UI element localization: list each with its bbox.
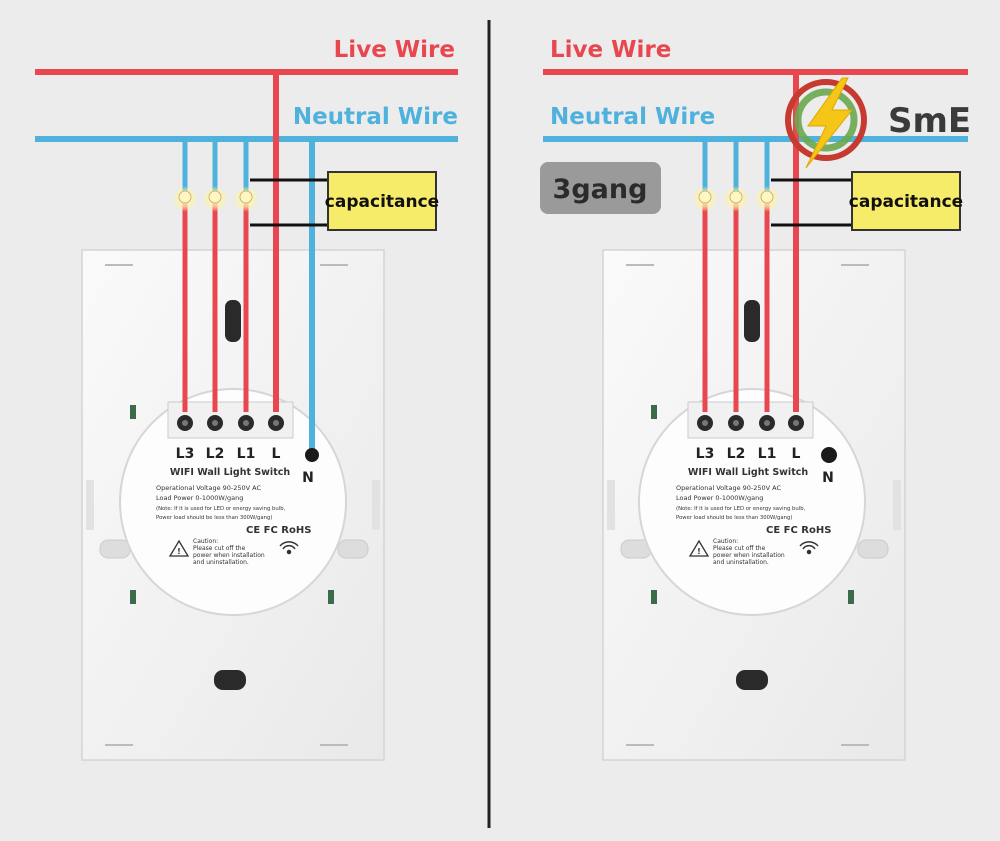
left-capacitance-box xyxy=(327,171,437,231)
caution-title: Caution: xyxy=(193,538,218,545)
left-panel: Live Wire Neutral Wire capacitance L3 L2… xyxy=(35,37,458,761)
lightning-bolt-icon xyxy=(805,77,854,169)
svg-text:!: ! xyxy=(177,547,181,556)
logo-text: SmE xyxy=(888,101,971,141)
caution-line-1: Please cut off the xyxy=(713,545,766,552)
terminal-label: L2 xyxy=(727,446,746,462)
terminal-label: L xyxy=(272,446,281,462)
wifi-icon xyxy=(799,541,819,555)
left-neutral-terminal-dot xyxy=(305,448,319,462)
neutral-terminal-label: N xyxy=(822,470,834,486)
right-neutral-label: Neutral Wire xyxy=(550,104,715,130)
neutral-terminal-label: N xyxy=(302,470,314,486)
caution-line-2: power when installation xyxy=(713,552,785,559)
left-switch-module xyxy=(119,388,347,616)
left-live-label: Live Wire xyxy=(334,37,455,63)
right-plate-clips xyxy=(626,264,869,746)
switch-spec-power: Load Power 0-1000W/gang xyxy=(156,494,243,502)
switch-note-2: Power load should be less than 300W/gang… xyxy=(156,515,272,521)
right-terminal-labels: L3 L2 L1 L N xyxy=(696,446,834,486)
right-live-label: Live Wire xyxy=(550,37,671,63)
left-load-wires xyxy=(182,139,249,412)
switch-note-1: (Note: If it is used for LED or energy s… xyxy=(156,506,286,512)
terminal-label: L1 xyxy=(237,446,256,462)
caution-line-3: and uninstallation. xyxy=(713,559,769,566)
left-top-slot xyxy=(225,300,241,342)
left-switch-print: WIFI Wall Light Switch Operational Volta… xyxy=(156,467,311,566)
gang-badge xyxy=(540,162,661,214)
switch-spec-power: Load Power 0-1000W/gang xyxy=(676,494,763,502)
switch-certs: CE FC RoHS xyxy=(246,525,311,536)
terminal-label: L3 xyxy=(696,446,715,462)
terminal-label: L2 xyxy=(206,446,225,462)
caution-line-1: Please cut off the xyxy=(193,545,246,552)
terminal-label: L3 xyxy=(176,446,195,462)
left-bottom-slot xyxy=(214,670,246,690)
right-bulbs xyxy=(692,186,780,212)
switch-title: WIFI Wall Light Switch xyxy=(688,467,808,478)
right-switch-print: WIFI Wall Light Switch Operational Volta… xyxy=(676,467,831,566)
switch-note-2: Power load should be less than 300W/gang… xyxy=(676,515,792,521)
svg-text:!: ! xyxy=(697,547,701,556)
left-capacitance-label: capacitance xyxy=(325,192,439,212)
right-capacitance-label: capacitance xyxy=(849,192,963,212)
right-neutral-terminal-dot xyxy=(821,447,837,463)
caution-line-3: and uninstallation. xyxy=(193,559,249,566)
left-neutral-label: Neutral Wire xyxy=(293,104,458,130)
terminal-label: L xyxy=(792,446,801,462)
warning-icon xyxy=(168,539,190,557)
left-terminal-screws xyxy=(177,415,284,431)
right-terminal-screws xyxy=(697,415,804,431)
warning-icon xyxy=(688,539,710,557)
logo-ring-icon xyxy=(785,79,867,161)
terminal-label: L1 xyxy=(758,446,777,462)
left-bulbs xyxy=(172,186,259,212)
right-bottom-slot xyxy=(736,670,768,690)
sme-logo: SmE xyxy=(785,77,971,169)
left-plate-clips xyxy=(105,264,348,746)
switch-title: WIFI Wall Light Switch xyxy=(170,467,290,478)
switch-note-1: (Note: If it is used for LED or energy s… xyxy=(676,506,806,512)
caution-line-2: power when installation xyxy=(193,552,265,559)
right-top-slot xyxy=(744,300,760,342)
switch-spec-voltage: Operational Voltage 90-250V AC xyxy=(156,484,262,492)
gang-badge-label: 3gang xyxy=(553,174,648,205)
right-capacitance-box xyxy=(851,171,961,231)
right-panel: 3gang Live Wire Neutral Wire capacitance… xyxy=(540,37,971,761)
caution-title: Caution: xyxy=(713,538,738,545)
wifi-icon xyxy=(279,541,299,555)
switch-spec-voltage: Operational Voltage 90-250V AC xyxy=(676,484,782,492)
left-terminal-labels: L3 L2 L1 L N xyxy=(176,446,314,486)
switch-certs: CE FC RoHS xyxy=(766,525,831,536)
right-switch-module xyxy=(638,388,866,616)
